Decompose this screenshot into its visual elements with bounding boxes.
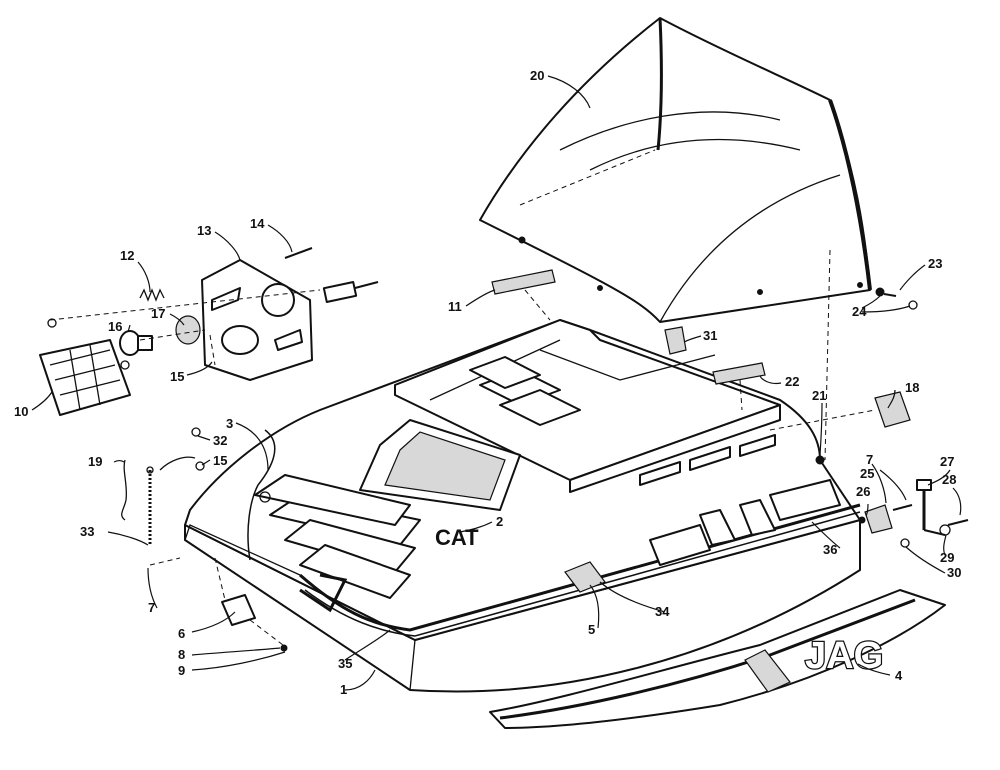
callout-18: 18 xyxy=(905,380,919,395)
callout-13: 13 xyxy=(197,223,211,238)
callout-4: 4 xyxy=(895,668,903,683)
callout-23: 23 xyxy=(928,256,942,271)
adjusting-screw xyxy=(284,247,313,259)
windshield-hardware xyxy=(875,287,918,310)
callout-22: 22 xyxy=(785,374,799,389)
adjuster-spring xyxy=(139,288,165,302)
callout-35: 35 xyxy=(338,656,352,671)
callout-3: 3 xyxy=(226,416,233,431)
callout-15-bracket: 15 xyxy=(170,369,184,384)
side-decal: JAG xyxy=(489,589,946,729)
warning-decal xyxy=(712,362,766,385)
callout-7-right: 7 xyxy=(866,452,873,467)
callout-36: 36 xyxy=(823,542,837,557)
callout-25: 25 xyxy=(860,466,874,481)
headlight xyxy=(39,318,131,416)
windshield xyxy=(479,17,872,323)
callout-9: 9 xyxy=(178,663,185,678)
svg-text:JAG: JAG xyxy=(805,635,883,677)
callout-15-cable: 15 xyxy=(213,453,227,468)
hood-hinge xyxy=(221,594,288,652)
callout-12: 12 xyxy=(120,248,134,263)
adjuster-knob xyxy=(322,281,379,303)
instruction-decal xyxy=(491,269,556,295)
bulb xyxy=(119,330,153,356)
callout-1: 1 xyxy=(340,682,347,697)
hood-body: CAT xyxy=(184,319,866,693)
hood-latch xyxy=(864,479,969,548)
callout-21: 21 xyxy=(812,388,826,403)
callout-31: 31 xyxy=(703,328,717,343)
callout-labels: 1 2 3 4 5 6 7 7 8 9 10 11 12 13 14 15 15… xyxy=(14,68,961,697)
side-reflector xyxy=(874,391,911,428)
callout-32: 32 xyxy=(213,433,227,448)
callout-27: 27 xyxy=(940,454,954,469)
callout-6: 6 xyxy=(178,626,185,641)
callout-17: 17 xyxy=(151,306,165,321)
callout-29: 29 xyxy=(940,550,954,565)
callout-2: 2 xyxy=(496,514,503,529)
callout-30: 30 xyxy=(947,565,961,580)
callout-11: 11 xyxy=(448,299,462,314)
callout-24: 24 xyxy=(852,304,867,319)
callout-34: 34 xyxy=(655,604,670,619)
leader-lines xyxy=(31,75,962,691)
callout-19: 19 xyxy=(88,454,102,469)
callout-5: 5 xyxy=(588,622,595,637)
windshield-bracket xyxy=(664,326,687,355)
callout-8: 8 xyxy=(178,647,185,662)
callout-20: 20 xyxy=(530,68,544,83)
callout-28: 28 xyxy=(942,472,956,487)
callout-33: 33 xyxy=(80,524,94,539)
callout-10: 10 xyxy=(14,404,28,419)
callout-7-left: 7 xyxy=(148,600,155,615)
callout-26: 26 xyxy=(856,484,870,499)
callout-16: 16 xyxy=(108,319,122,334)
headlight-bracket xyxy=(201,259,313,381)
callout-14: 14 xyxy=(250,216,265,231)
hood-retainer-cable xyxy=(121,427,205,545)
